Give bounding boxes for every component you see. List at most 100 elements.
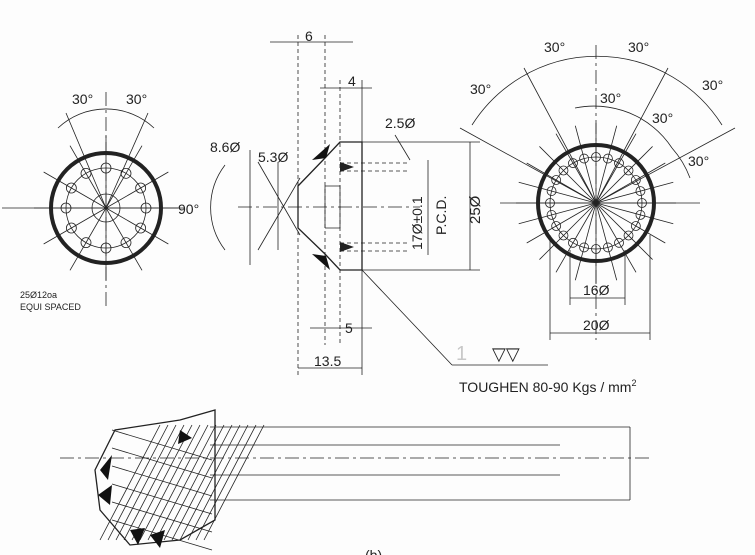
hatch-line bbox=[195, 424, 257, 541]
right-inner-arc-1 bbox=[574, 105, 641, 119]
left-hole bbox=[65, 182, 77, 194]
right-inner-arc-3 bbox=[671, 147, 691, 179]
right-hole bbox=[558, 230, 569, 241]
right-ray-4 bbox=[459, 127, 597, 204]
right-angle-inner-1: 30° bbox=[600, 90, 621, 106]
right-hole bbox=[630, 221, 641, 231]
tool-tip-4 bbox=[150, 530, 165, 548]
surface-mark: 1 bbox=[456, 343, 467, 365]
right-spoke bbox=[555, 202, 597, 273]
left-hole bbox=[65, 222, 77, 234]
right-angle-top-left: 30° bbox=[544, 39, 565, 55]
left-spoke bbox=[105, 171, 169, 209]
right-hole bbox=[579, 242, 589, 253]
right-ray-1 bbox=[523, 67, 597, 204]
right-ray-2 bbox=[595, 67, 669, 204]
right-pitch-circle bbox=[549, 156, 643, 250]
hole-note-line1: 25Ø12oa bbox=[20, 290, 57, 300]
surface-symbol: ▽▽ bbox=[492, 344, 520, 364]
right-hole bbox=[546, 210, 557, 220]
right-spoke bbox=[595, 202, 637, 273]
right-hole bbox=[630, 175, 641, 185]
right-hole bbox=[545, 198, 555, 208]
right-hole bbox=[614, 158, 624, 169]
right-angle-right: 30° bbox=[702, 77, 723, 93]
right-hole-pattern bbox=[545, 152, 647, 254]
right-radial-spokes bbox=[516, 123, 676, 283]
tool-head-hatching bbox=[99, 424, 265, 551]
right-spoke bbox=[555, 133, 597, 204]
right-hole bbox=[614, 237, 624, 248]
right-hole bbox=[551, 175, 562, 185]
right-hole bbox=[568, 237, 578, 248]
right-spoke bbox=[518, 202, 597, 225]
left-hole-pattern bbox=[60, 162, 152, 254]
right-inner-arc-2 bbox=[639, 117, 673, 149]
dim-2-5-leader bbox=[394, 134, 411, 161]
left-angle-ray-1 bbox=[65, 112, 107, 209]
hatch-line bbox=[179, 424, 241, 541]
left-angle-ray-2 bbox=[105, 112, 149, 209]
right-hole bbox=[591, 152, 601, 162]
right-spoke bbox=[595, 146, 653, 204]
left-spoke bbox=[105, 145, 143, 209]
left-hole bbox=[60, 202, 72, 214]
hole-note-line2: EQUI SPACED bbox=[20, 302, 81, 312]
dim-4-label: 4 bbox=[348, 73, 356, 89]
hatch-line bbox=[99, 424, 161, 541]
left-hole bbox=[135, 222, 147, 234]
dim-5-label: 5 bbox=[345, 320, 353, 336]
left-hole bbox=[135, 182, 147, 194]
hatch-line bbox=[123, 424, 185, 541]
left-spoke bbox=[43, 171, 107, 209]
right-spoke bbox=[595, 202, 618, 281]
hatch-line bbox=[131, 424, 193, 541]
right-ray-3 bbox=[595, 127, 736, 204]
left-spoke bbox=[43, 207, 107, 245]
dim-13-5-label: 13.5 bbox=[314, 353, 341, 369]
body-outline bbox=[297, 141, 363, 271]
left-hole bbox=[120, 237, 132, 249]
right-spoke bbox=[539, 146, 597, 204]
angle-90-label: 90° bbox=[178, 201, 199, 217]
hatch-line bbox=[147, 424, 209, 541]
right-hole bbox=[623, 230, 634, 241]
weld-bottom bbox=[312, 254, 330, 270]
left-hole bbox=[100, 162, 112, 174]
cone-line-1 bbox=[257, 161, 301, 236]
right-spoke bbox=[539, 202, 597, 260]
right-outer-angle-arc bbox=[471, 55, 723, 126]
tool-tip-5 bbox=[178, 430, 192, 444]
left-end-view: 30° 30° 90° 25Ø12oa EQUI SPACED bbox=[2, 91, 199, 312]
dim-6-label: 6 bbox=[305, 28, 313, 44]
right-hole bbox=[635, 186, 646, 196]
hatch-line bbox=[107, 424, 169, 541]
right-outer-circle bbox=[536, 143, 656, 263]
dim-20-label: 20Ø bbox=[583, 317, 610, 333]
right-spoke bbox=[574, 202, 597, 281]
hatch-cross-line bbox=[111, 501, 213, 533]
right-spoke bbox=[518, 181, 597, 204]
dim-25-label: 25Ø bbox=[467, 195, 484, 224]
right-angle-top-right: 30° bbox=[628, 39, 649, 55]
dim-pcd-label: P.C.D. bbox=[433, 196, 449, 235]
hatch-line bbox=[115, 424, 177, 541]
right-hole bbox=[558, 165, 569, 176]
tool-tip-1 bbox=[100, 455, 112, 480]
left-outer-circle bbox=[49, 151, 163, 265]
right-angle-inner-3: 30° bbox=[688, 153, 709, 169]
right-hole bbox=[551, 221, 562, 231]
right-hole bbox=[591, 244, 601, 254]
left-angle-label-right: 30° bbox=[126, 91, 147, 107]
right-spoke bbox=[595, 181, 674, 204]
left-pitch-circle bbox=[65, 167, 147, 249]
right-hole bbox=[603, 153, 613, 164]
right-hole bbox=[603, 242, 613, 253]
hole-bot-tip bbox=[340, 242, 354, 252]
left-inner-circle bbox=[91, 193, 121, 223]
right-hole bbox=[546, 186, 557, 196]
tool-tip-3 bbox=[130, 528, 145, 545]
right-spoke bbox=[595, 202, 666, 244]
right-angle-inner-2: 30° bbox=[652, 110, 673, 126]
